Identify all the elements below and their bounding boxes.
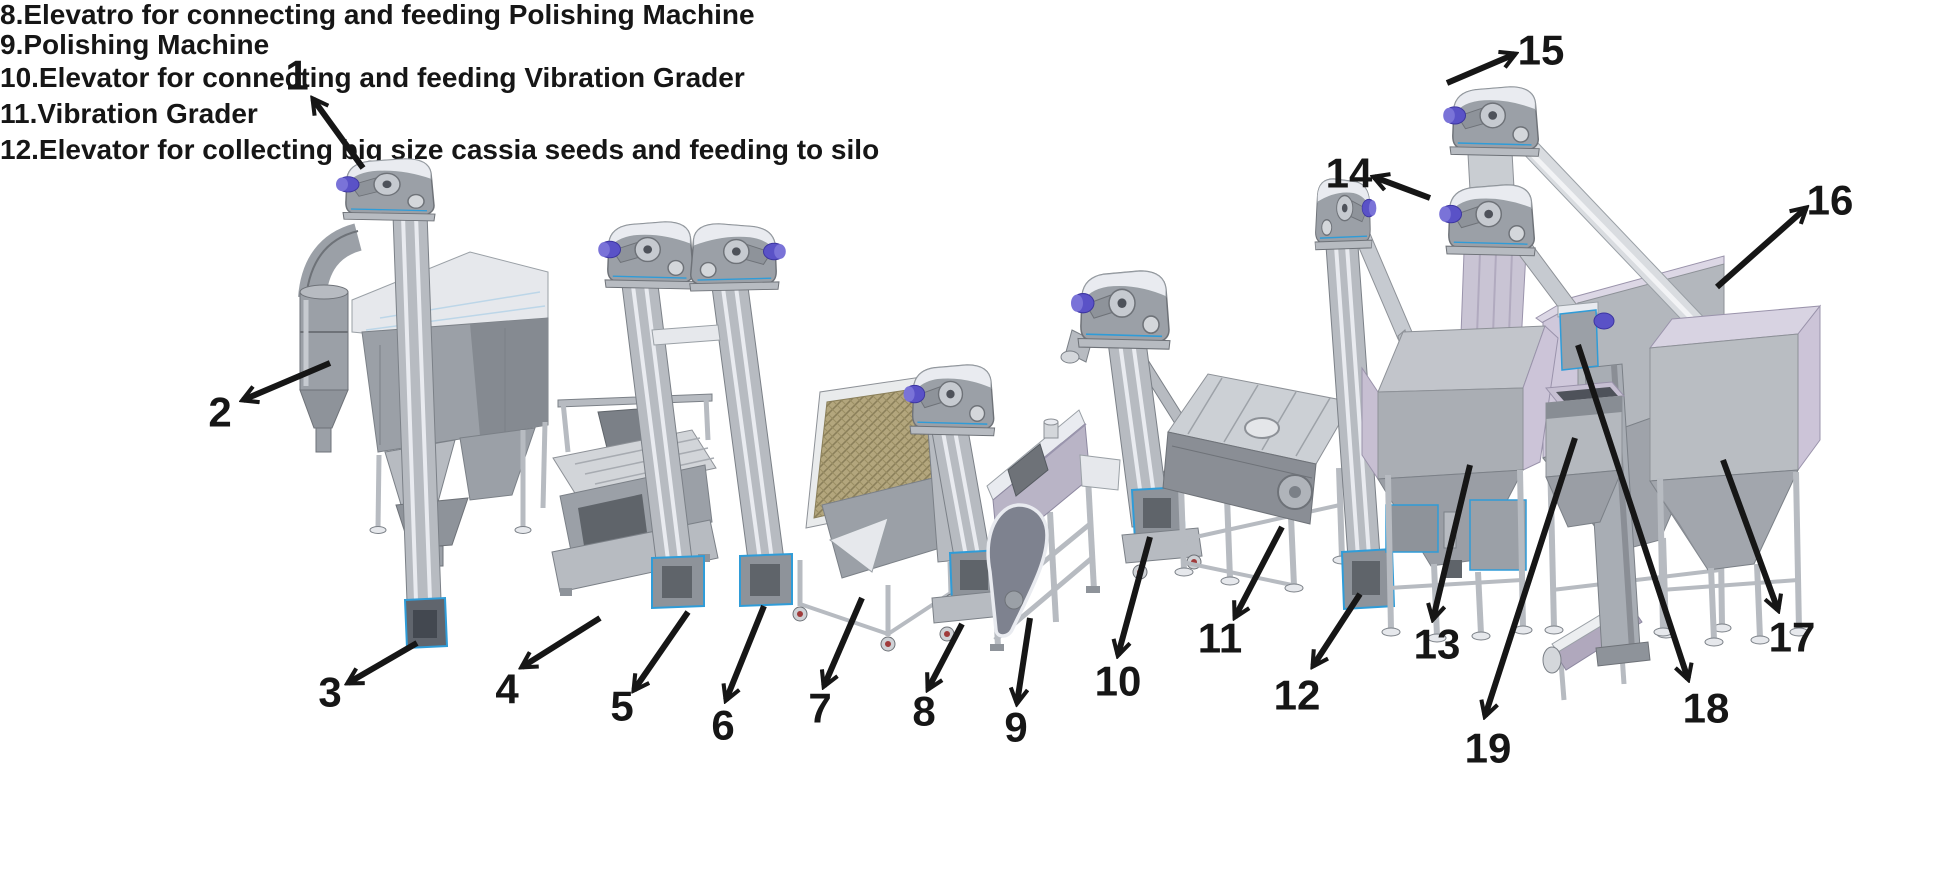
callout-number-15: 15 xyxy=(1518,27,1565,74)
elevator-12 xyxy=(1314,178,1424,611)
callout-arrow-12 xyxy=(1313,592,1363,666)
silo-13 xyxy=(1361,325,1559,643)
polishing-machine-9 xyxy=(986,409,1121,651)
elevator-1 xyxy=(335,158,449,650)
vibration-grader-11 xyxy=(1162,373,1353,593)
callout-number-3: 3 xyxy=(318,669,341,716)
callout-number-1: 1 xyxy=(285,52,308,99)
gravity-separator-7 xyxy=(792,373,960,652)
callout-number-18: 18 xyxy=(1683,685,1730,732)
callout-number-8: 8 xyxy=(912,688,935,735)
callout-arrow-18 xyxy=(1575,344,1688,679)
elevator-6 xyxy=(651,223,793,608)
top-captions: 8.Elevatro for connecting and feeding Po… xyxy=(0,0,1939,60)
callout-number-6: 6 xyxy=(711,702,734,749)
callout-arrow-10 xyxy=(1118,536,1153,655)
callout-number-11: 11 xyxy=(1198,615,1242,662)
callout-arrow-15 xyxy=(1445,54,1515,86)
callout-number-19: 19 xyxy=(1465,725,1512,772)
callout-number-2: 2 xyxy=(208,389,231,436)
silo-17 xyxy=(1648,304,1822,647)
callout-number-12: 12 xyxy=(1274,672,1321,719)
callout-arrow-13 xyxy=(1433,464,1473,619)
callout-arrow-16 xyxy=(1715,208,1806,290)
aspiration-duct-2 xyxy=(298,223,363,453)
caption-line-8: 8.Elevatro for connecting and feeding Po… xyxy=(0,0,755,30)
caption-line-10: 10.Elevator for connecting and feeding V… xyxy=(0,62,745,93)
callout-arrow-4 xyxy=(522,615,602,667)
callout-number-16: 16 xyxy=(1807,177,1854,224)
callout-arrow-5 xyxy=(634,610,691,690)
callout-number-17: 17 xyxy=(1769,614,1816,661)
caption-line-11: 11.Vibration Grader xyxy=(0,98,258,129)
callout-arrow-11 xyxy=(1235,525,1285,617)
callout-arrow-1 xyxy=(313,99,366,170)
callout-arrow-19 xyxy=(1485,437,1578,716)
callout-number-7: 7 xyxy=(808,685,831,732)
callout-arrow-8 xyxy=(928,622,965,689)
callout-number-14: 14 xyxy=(1326,150,1373,197)
callout-arrow-17 xyxy=(1720,458,1778,610)
callout-number-5: 5 xyxy=(610,683,633,730)
callout-arrow-3 xyxy=(348,640,419,686)
callout-number-10: 10 xyxy=(1095,658,1142,705)
callout-arrow-6 xyxy=(726,604,767,700)
callout-number-4: 4 xyxy=(495,666,519,713)
callout-arrow-2 xyxy=(243,360,332,400)
callout-arrow-7 xyxy=(824,596,865,686)
callout-number-9: 9 xyxy=(1004,704,1027,751)
air-screen-cleaner xyxy=(351,251,549,567)
callout-number-13: 13 xyxy=(1414,621,1461,668)
bottom-captions: 10.Elevator for connecting and feeding V… xyxy=(0,60,1939,168)
callout-arrow-9 xyxy=(1017,617,1033,703)
caption-line-9: 9.Polishing Machine xyxy=(0,29,270,60)
callout-arrow-14 xyxy=(1374,177,1432,201)
